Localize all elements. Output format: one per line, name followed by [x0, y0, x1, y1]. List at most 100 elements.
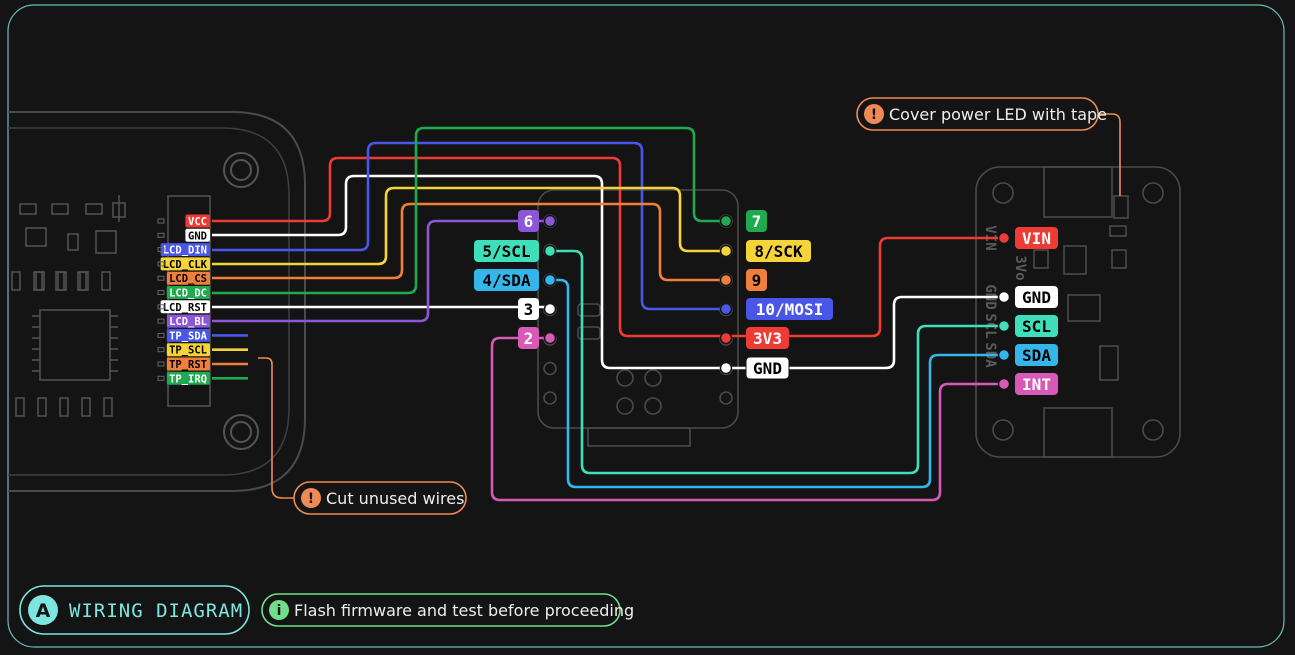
- display-pin-tp-rst: TP_RST: [169, 359, 207, 371]
- display-pin-tp-sda: TP_SDA: [169, 330, 208, 342]
- mcu-pin-dot: [719, 302, 733, 316]
- display-pin-tp-irq-bg: [166, 371, 210, 385]
- display-pin-tp-rst-bg: [166, 357, 210, 371]
- header-pin: [157, 375, 165, 381]
- diagram-badge: A WIRING DIAGRAM: [19, 585, 250, 635]
- wire-int: [490, 336, 1004, 502]
- passive-component: [11, 271, 21, 291]
- display-pin-vcc: VCC: [188, 216, 207, 228]
- sensor-pin-dot: [997, 348, 1011, 362]
- display-pin-lcd-cs-bg: [166, 271, 210, 285]
- note-flash-text: Flash firmware and test before proceedin…: [294, 601, 634, 620]
- display-pin-tp-scl-bg: [166, 343, 210, 357]
- wire-scl-scl: [550, 249, 1004, 475]
- display-pin-lcd-dc-bg: [166, 286, 210, 299]
- outer-frame: [7, 4, 1285, 648]
- wire-vcc: [212, 156, 726, 338]
- header-pin: [157, 304, 165, 310]
- header-pin: [157, 275, 165, 281]
- mcu-pin-left-6: 6: [524, 212, 534, 231]
- mcu-pin-right-3v3-bg: [746, 327, 789, 349]
- mcu-pin-dot: [543, 273, 557, 287]
- mcu-pin-right-8-sck-bg: [746, 240, 811, 262]
- mcu-pin-left-2-bg: [518, 327, 539, 349]
- sensor-pin-dot: [997, 231, 1011, 245]
- mcu-pad: [543, 361, 557, 376]
- display-passives: [11, 271, 118, 417]
- sensor-pin-scl: SCL: [1022, 317, 1051, 336]
- passive-component: [81, 397, 91, 417]
- warning-icon: [301, 488, 321, 508]
- display-pin-lcd-dc: LCD_DC: [169, 288, 207, 300]
- mcu-pad: [719, 391, 733, 405]
- mcu-pin-left-5-scl: 5/SCL: [482, 242, 530, 261]
- sensor-pin-dot: [997, 290, 1011, 304]
- mcu-pin-right-10-mosi-bg: [746, 298, 833, 320]
- mcu-pin-right-7-bg: [746, 210, 767, 232]
- mcu-pin-dot: [719, 361, 733, 375]
- header-pin: [157, 290, 165, 295]
- header-pin: [157, 361, 165, 367]
- display-pin-vcc-bg: [185, 214, 210, 228]
- sensor-pin-vin-bg: [1015, 227, 1058, 249]
- passive-component: [77, 271, 87, 291]
- passive-component: [79, 271, 89, 291]
- mcu-pin-left-5-scl-bg: [474, 240, 539, 262]
- mcu-pin-right-gnd-bg: [745, 356, 790, 380]
- header-pin: [157, 318, 165, 324]
- display-pin-tp-irq: TP_IRQ: [169, 373, 207, 385]
- passive-component: [15, 397, 25, 417]
- wire-lcd-din: [212, 141, 726, 311]
- mcu-pin-dot: [719, 273, 733, 287]
- note-power-led: ! Cover power LED with tape: [856, 97, 1107, 131]
- sensor-pin-dot: [997, 377, 1011, 391]
- passive-component: [55, 271, 65, 291]
- wire-sda-sda: [550, 278, 1004, 489]
- sensor-pin-gnd: GND: [1022, 288, 1051, 307]
- passive-component: [59, 397, 69, 417]
- mcu-pin-dot: [543, 214, 557, 228]
- display-pin-lcd-din: LCD_DIN: [163, 245, 207, 257]
- mcu-pin-left-4-sda-bg: [474, 269, 539, 291]
- mcu-pin-right-7: 7: [752, 212, 762, 231]
- passive-component: [33, 271, 43, 291]
- svg-text:i: i: [277, 603, 282, 619]
- info-icon: [269, 600, 289, 620]
- display-pin-lcd-din-bg: [160, 243, 210, 257]
- display-pin-tp-scl: TP_SCL: [169, 345, 207, 357]
- display-pin-gnd: GND: [188, 230, 207, 242]
- display-pin-lcd-bl-bg: [166, 314, 210, 328]
- badge-title: WIRING DIAGRAM: [69, 600, 243, 622]
- cut-wires-leader: [258, 357, 296, 499]
- passive-component: [103, 397, 113, 417]
- header-pin: [157, 232, 165, 238]
- mcu-pin-left-3-bg: [518, 298, 539, 320]
- header-pin: [157, 261, 165, 267]
- display-pin-lcd-rst-bg: [160, 300, 210, 314]
- wire-lcd-dc: [212, 126, 726, 295]
- sensor-pin-int: INT: [1022, 375, 1051, 394]
- svg-text:!: !: [308, 491, 314, 507]
- display-pin-lcd-clk: LCD_CLK: [163, 259, 208, 271]
- passive-component: [57, 271, 67, 291]
- wire-lcd-cs: [212, 202, 726, 282]
- display-pin-tp-sda-bg: [166, 328, 210, 342]
- sensor-pin-vin: VIN: [1022, 229, 1051, 248]
- sensor-board: [975, 166, 1181, 458]
- mcu-pin-right-gnd: GND: [753, 359, 782, 378]
- mcu-pin-right-10-mosi: 10/MOSI: [756, 300, 823, 319]
- warning-icon: [864, 104, 884, 124]
- note-cut-wires: ! Cut unused wires: [293, 481, 467, 515]
- mcu-pin-dot: [543, 302, 557, 316]
- mcu-pin-left-2: 2: [524, 329, 534, 348]
- note-power-led-text: Cover power LED with tape: [889, 105, 1107, 124]
- passive-component: [35, 271, 45, 291]
- header-pin: [157, 218, 165, 224]
- power-led-leader: [1098, 113, 1121, 196]
- display-pin-lcd-rst: LCD_RST: [163, 302, 207, 314]
- mcu-pin-left-4-sda: 4/SDA: [482, 271, 531, 290]
- display-pin-gnd-bg: [185, 228, 210, 242]
- display-pin-lcd-cs: LCD_CS: [169, 273, 207, 285]
- header-pin: [157, 332, 165, 338]
